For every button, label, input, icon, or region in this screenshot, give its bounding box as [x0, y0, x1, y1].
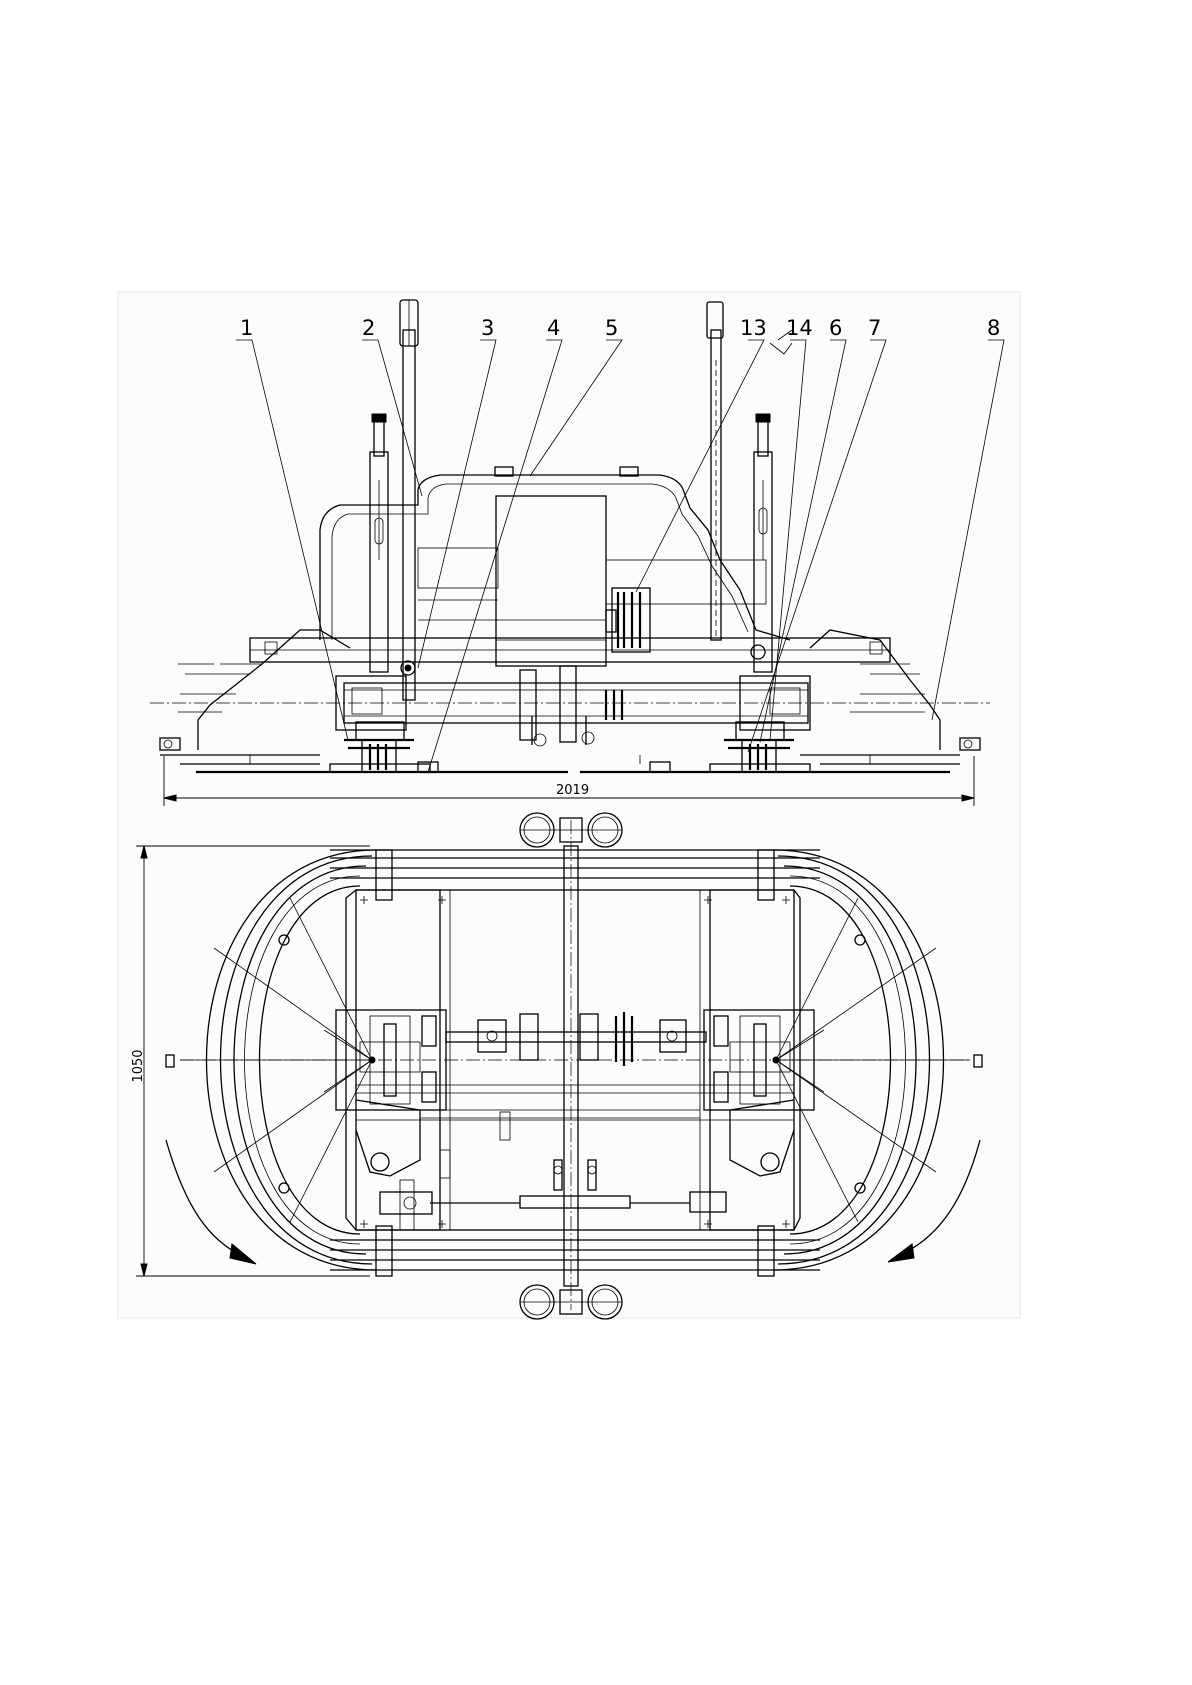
callout-1: 1 [240, 316, 253, 340]
callout-8: 8 [987, 316, 1000, 340]
dimension-height-label: 1050 [131, 1049, 146, 1082]
drawing-frame [118, 292, 1020, 1318]
callout-5: 5 [605, 316, 618, 340]
callout-2: 2 [362, 316, 375, 340]
callout-14: 14 [786, 316, 813, 340]
callout-13: 13 [740, 316, 767, 340]
callout-6: 6 [829, 316, 842, 340]
callout-3: 3 [481, 316, 494, 340]
callout-7: 7 [868, 316, 881, 340]
callout-4: 4 [547, 316, 560, 340]
dimension-width-label: 2019 [556, 783, 589, 798]
